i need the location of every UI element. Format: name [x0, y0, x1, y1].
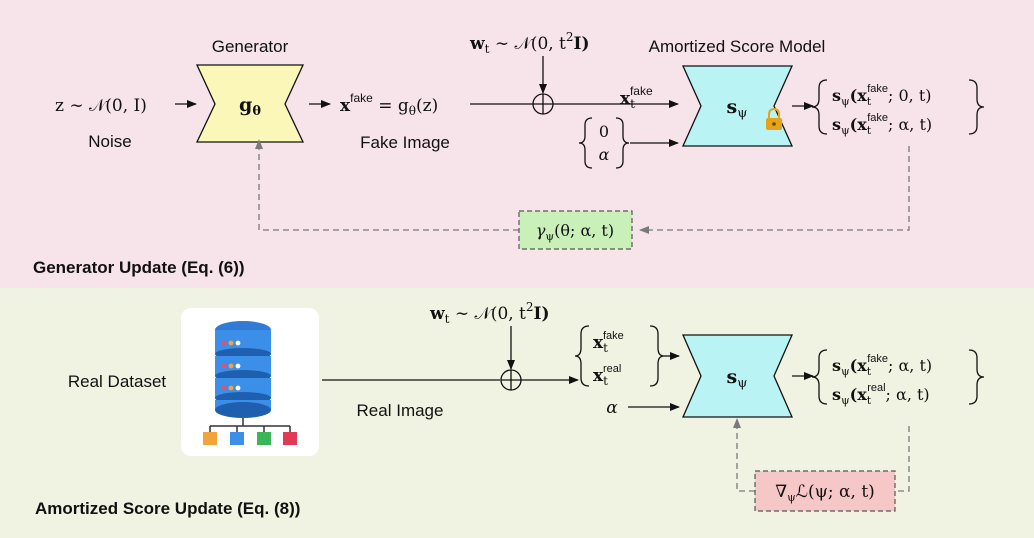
generator-feedback-path-right [639, 146, 910, 234]
fake-image-label: Fake Image [360, 133, 450, 152]
xt-fake-input: xtfake [620, 84, 653, 111]
top-output-line-2: sψ(xtfake; α, t) [832, 112, 932, 137]
top-sum-node [532, 93, 554, 115]
noise-label: Noise [88, 132, 131, 151]
score-update-label: Amortized Score Update (Eq. (8)) [35, 499, 300, 518]
alpha-set-zero: 0 [599, 122, 609, 141]
generator-loss-expr: γψ(θ; α, t) [536, 221, 614, 243]
bottom-output-line-2: sψ(xtreal; α, t) [832, 382, 930, 407]
lock-icon [766, 107, 782, 130]
alpha-set-brace [578, 117, 630, 169]
generator-loss-box [518, 210, 633, 250]
bottom-score-symbol: sψ [727, 366, 748, 391]
score-model-title: Amortized Score Model [649, 37, 826, 56]
real-image-label: Real Image [357, 401, 444, 420]
top-score-model-block [681, 65, 794, 147]
bottom-output-line-1: sψ(xtfake; α, t) [832, 353, 932, 378]
real-dataset-label: Real Dataset [68, 372, 167, 391]
bottom-input-fake: xtfake [593, 330, 624, 355]
generator-symbol: gθ [239, 94, 261, 119]
bottom-noise-term: wt ∼ 𝒩(0, t2I) [429, 300, 550, 326]
bottom-input-real: xtreal [593, 363, 621, 388]
alpha-set-alpha: α [599, 145, 610, 164]
score-feedback-path-left [733, 418, 755, 492]
score-feedback-path-right [895, 426, 910, 492]
generator-block [195, 64, 305, 143]
bottom-sum-node [500, 369, 522, 391]
noise-input-expr: z ∼ 𝒩(0, I) [55, 96, 147, 116]
generator-feedback-path-left [255, 139, 519, 231]
top-noise-term: wt ∼ 𝒩(0, t2I) [469, 30, 590, 56]
score-loss-box [754, 470, 896, 512]
bottom-score-model-block [682, 334, 793, 418]
bottom-alpha-input: α [606, 398, 618, 418]
generator-update-panel [0, 0, 1034, 288]
top-output-brace [811, 79, 985, 135]
generator-update-label: Generator Update (Eq. (6)) [33, 258, 245, 277]
generator-title: Generator [212, 37, 289, 56]
top-output-line-1: sψ(xtfake; 0, t) [832, 83, 931, 108]
fake-output-expr: xfake = gθ(z) [340, 91, 438, 118]
bottom-output-brace [811, 349, 985, 405]
database-icon [181, 308, 319, 456]
score-loss-expr: ∇ψℒ(ψ; α, t) [775, 482, 875, 504]
top-score-symbol: sψ [727, 96, 748, 121]
